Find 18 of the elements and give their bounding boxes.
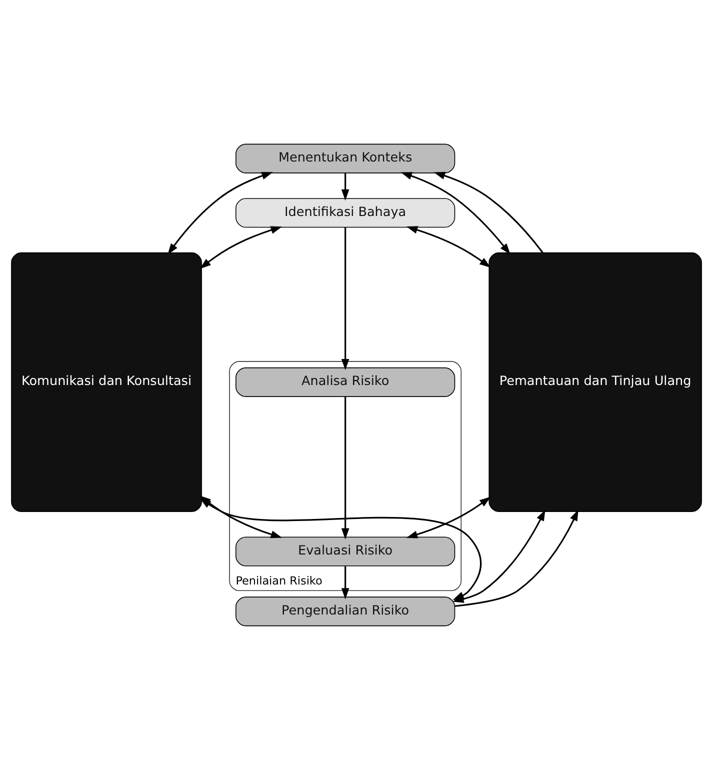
arrow xyxy=(400,172,510,254)
arrow xyxy=(200,226,282,268)
node-box: Identifikasi Bahaya xyxy=(236,198,456,228)
arrow xyxy=(406,226,491,268)
node-box: Evaluasi Risiko xyxy=(236,536,456,566)
arrow xyxy=(406,496,491,538)
arrow xyxy=(341,172,350,200)
node-box: Menentukan Konteks xyxy=(236,143,456,173)
arrow xyxy=(341,396,350,539)
arrow xyxy=(341,566,350,599)
node-box: Komunikasi dan Konsultasi xyxy=(11,252,202,512)
arrow xyxy=(454,509,578,606)
arrow xyxy=(434,171,544,253)
node-box: Analisa Risiko xyxy=(236,366,456,396)
arrow xyxy=(168,172,273,254)
node-box: Pengendalian Risiko xyxy=(236,596,456,626)
arrow xyxy=(341,226,350,370)
node-box: Pemantauan dan Tinjau Ulang xyxy=(488,252,702,512)
